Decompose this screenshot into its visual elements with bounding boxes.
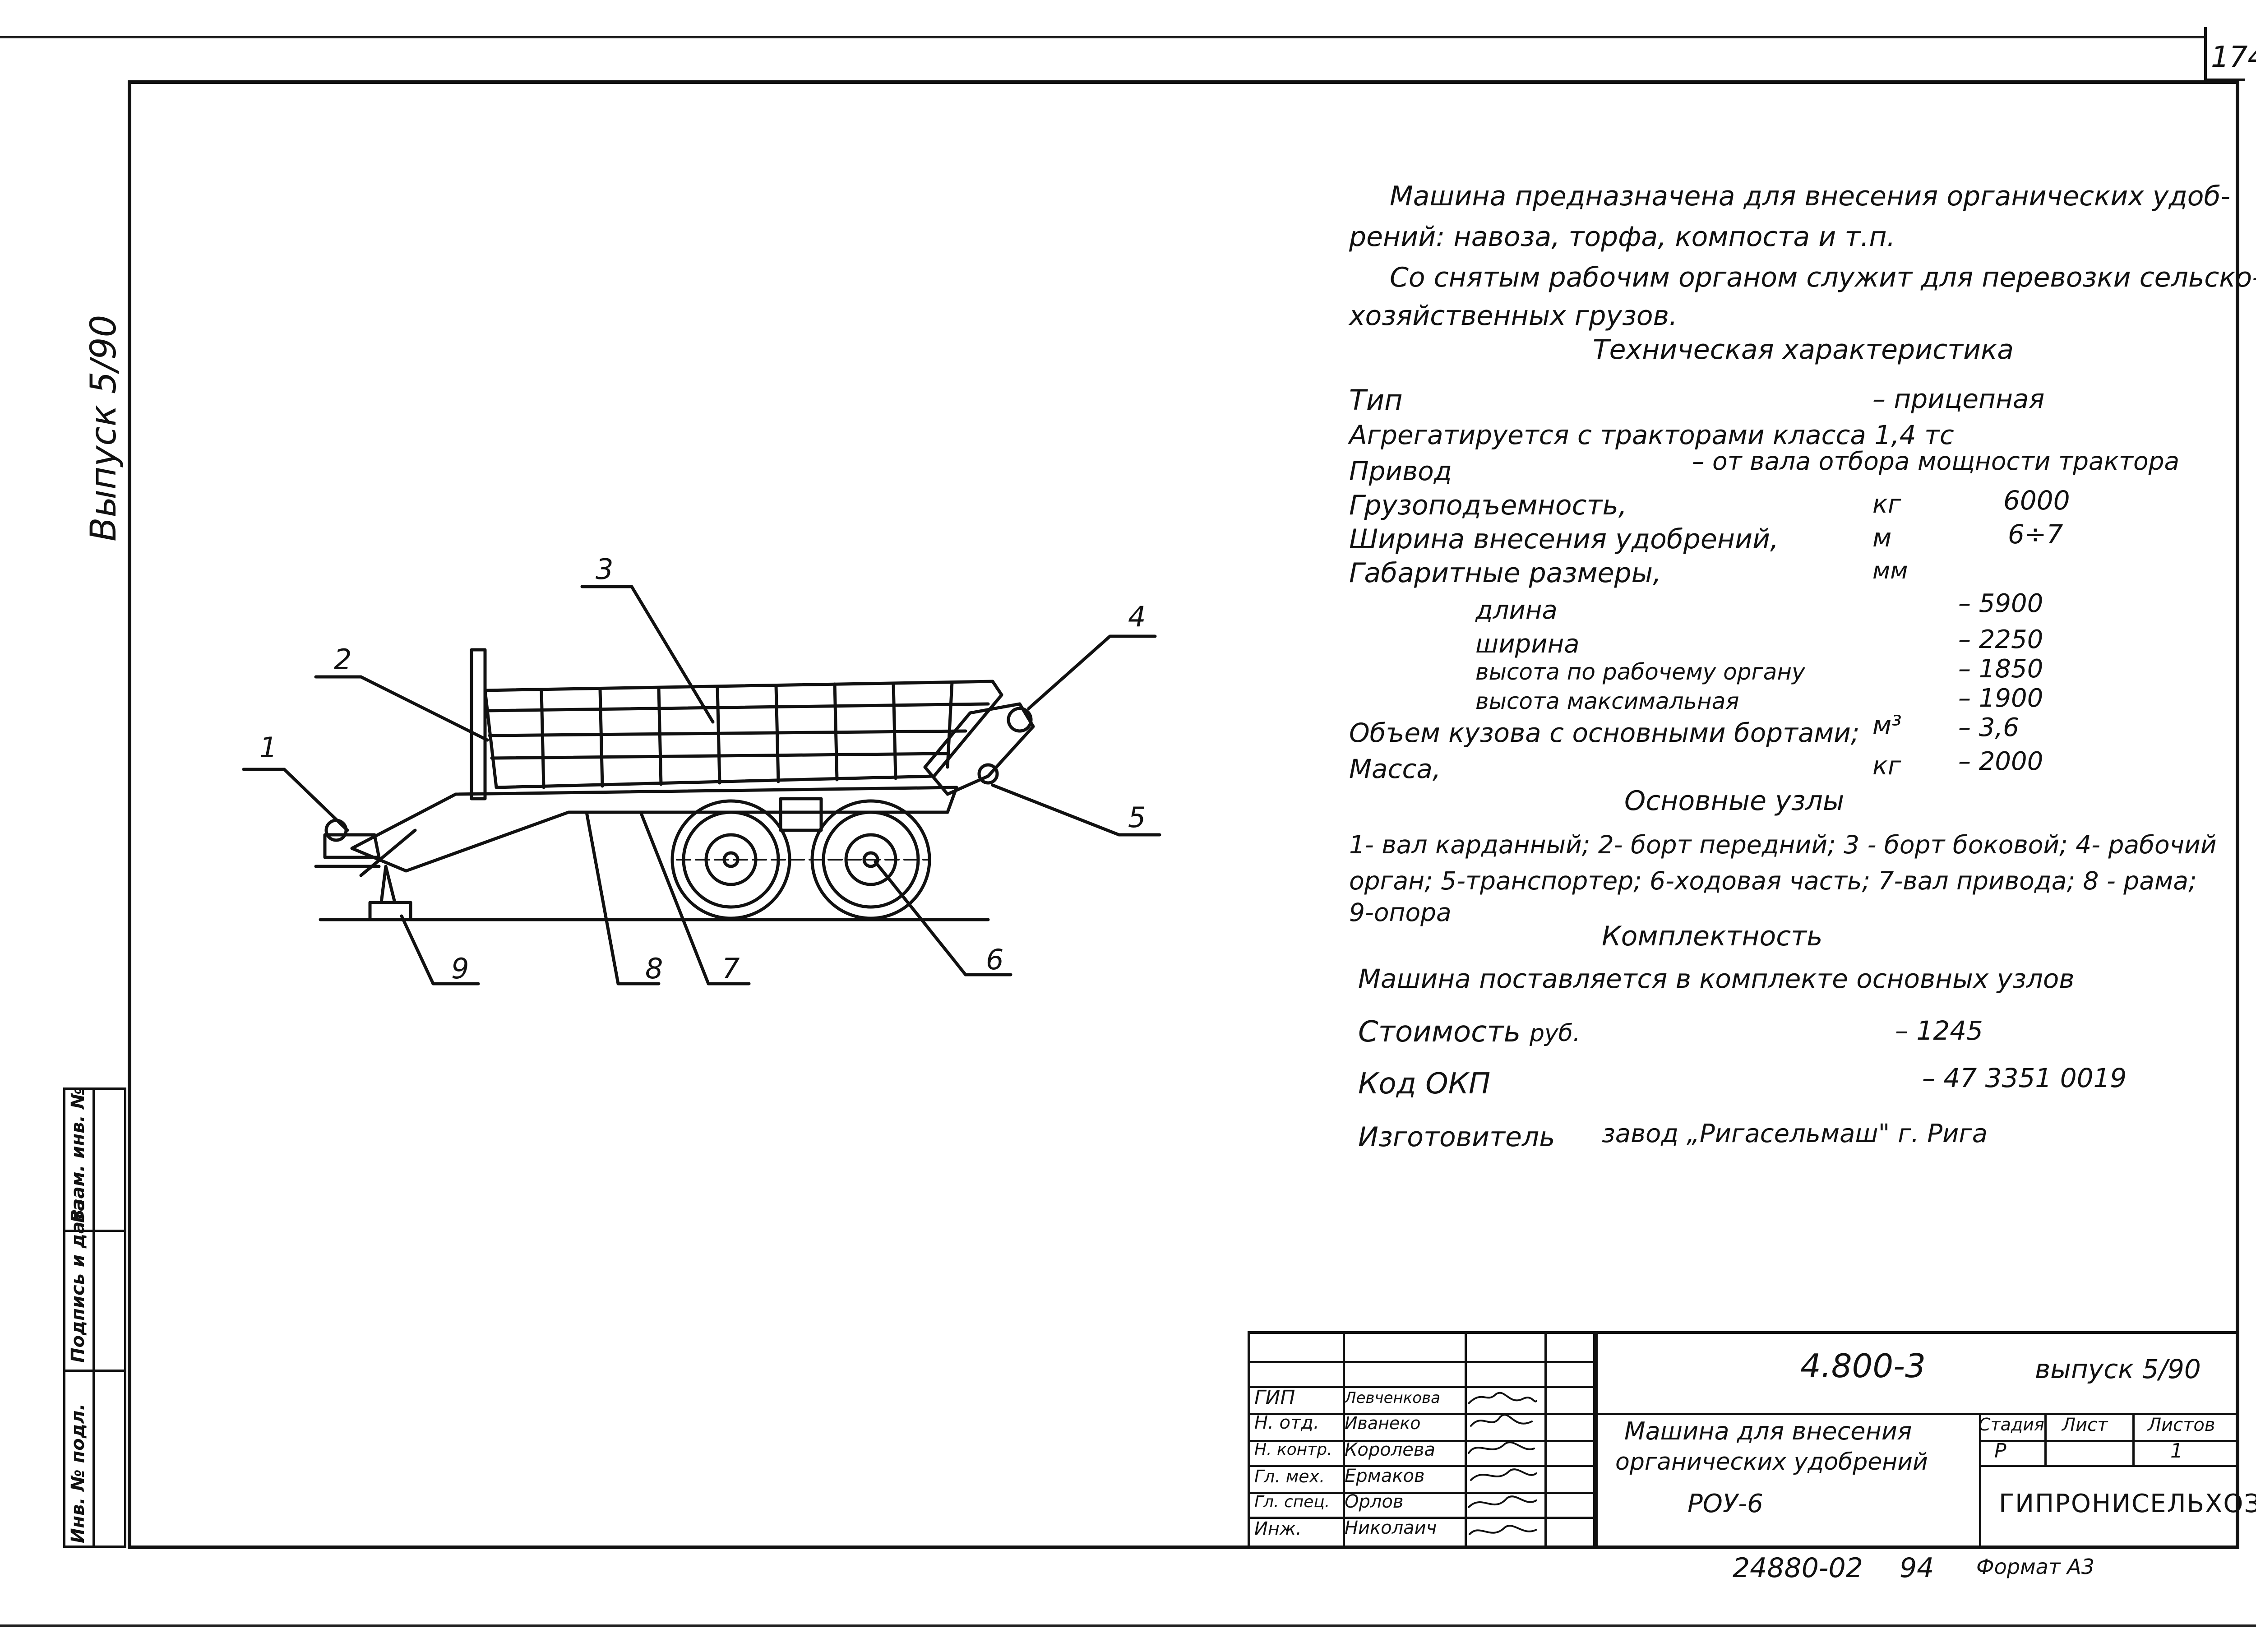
page-number: 174: [2211, 41, 2256, 74]
spec-dims-label: Габаритные размеры,: [1349, 557, 1662, 589]
name-2: Королева: [1345, 1439, 1435, 1460]
role-3: Гл. мех.: [1254, 1467, 1325, 1486]
machine-drawing: [242, 585, 1161, 986]
callout-5: 5: [1128, 801, 1146, 834]
name-3: Ермаков: [1345, 1466, 1425, 1486]
description-line-3: Со снятым рабочим органом служит для пер…: [1390, 262, 2256, 293]
stamp-vzam-inv: Взам. инв. №: [68, 1087, 88, 1223]
sheet-frame: [128, 80, 2239, 1549]
spec-h-max-value: – 1900: [1958, 684, 2043, 713]
spec-h-work-value: – 1850: [1958, 654, 2043, 684]
role-0: ГИП: [1254, 1386, 1295, 1409]
spec-drive-value: – от вала отбора мощности трактора: [1692, 447, 2180, 476]
description-line-2: рений: навоза, торфа, компоста и т.п.: [1349, 221, 1895, 253]
spec-type-value: – прицепная: [1872, 384, 2045, 414]
spec-mass-label: Масса,: [1349, 754, 1441, 784]
side-label: Выпуск 5/90: [83, 315, 124, 541]
footer-number: 24880-02: [1733, 1552, 1863, 1584]
spec-h-max-label: высота максимальная: [1475, 688, 1739, 714]
left-stamp: [63, 1087, 126, 1548]
units-line-2: орган; 5-транспортер; 6-ходовая часть; 7…: [1349, 866, 2197, 895]
spec-volume-value: – 3,6: [1958, 713, 2019, 742]
signatures: [1468, 1392, 1537, 1535]
kit-title: Комплектность: [1602, 921, 1823, 952]
callout-6: 6: [986, 943, 1004, 976]
spec-payload-value: 6000: [2003, 485, 2070, 516]
name-1: Иванеко: [1345, 1413, 1421, 1433]
callout-3: 3: [596, 553, 614, 586]
spec-width-label: Ширина внесения удобрений,: [1349, 523, 1779, 555]
sheets-value: 1: [2170, 1439, 2183, 1462]
price-label: Стоимость: [1358, 1015, 1521, 1049]
name-4: Орлов: [1345, 1491, 1404, 1512]
maker-value: завод „Ригасельмаш" г. Рига: [1602, 1119, 1988, 1148]
price-unit: руб.: [1530, 1020, 1581, 1047]
role-5: Инж.: [1254, 1518, 1302, 1539]
callout-1: 1: [259, 731, 277, 764]
spec-length-value: – 5900: [1958, 589, 2043, 618]
product-line-2: органических удобрений: [1615, 1448, 1928, 1476]
maker-label: Изготовитель: [1358, 1121, 1555, 1153]
spec-dims-unit: мм: [1872, 557, 1908, 584]
cardan-shaft: [323, 833, 381, 859]
spec-payload-unit: кг: [1872, 490, 1901, 519]
units-title: Основные узлы: [1624, 785, 1845, 817]
callout-9: 9: [451, 952, 469, 985]
doc-code: 4.800-3: [1800, 1347, 1926, 1385]
stage-value: Р: [1994, 1439, 2006, 1462]
callout-8: 8: [645, 952, 663, 985]
okp-value: – 47 3351 0019: [1922, 1063, 2127, 1093]
kit-text: Машина поставляется в комплекте основных…: [1358, 963, 2075, 994]
spec-mass-unit: кг: [1872, 751, 1901, 781]
support-leg: [379, 865, 397, 904]
footer-page: 94: [1900, 1552, 1934, 1584]
role-1: Н. отд.: [1254, 1412, 1319, 1433]
units-line-1: 1- вал карданный; 2- борт передний; 3 - …: [1349, 830, 2217, 859]
stage-header: Стадия: [1979, 1415, 2044, 1435]
role-4: Гл. спец.: [1254, 1493, 1330, 1511]
page-number-box: [2204, 27, 2245, 81]
name-5: Николаич: [1345, 1518, 1437, 1538]
spec-payload-label: Грузоподъемность,: [1349, 490, 1627, 521]
name-0: Левченкова: [1345, 1389, 1440, 1407]
spec-wide-value: – 2250: [1958, 625, 2043, 654]
spec-volume-unit: м³: [1872, 711, 1902, 740]
organization: ГИПРОНИСЕЛЬХОЗ: [1999, 1489, 2256, 1518]
product-line-3: РОУ-6: [1687, 1489, 1763, 1518]
spec-drive-label: Привод: [1349, 456, 1452, 486]
stamp-podpis-data: Подпись и дата: [68, 1199, 88, 1363]
description-line-1: Машина предназначена для внесения органи…: [1390, 180, 2231, 212]
description-line-4: хозяйственных грузов.: [1349, 300, 1678, 332]
stamp-inv-podl: Инв. № подл.: [68, 1403, 88, 1543]
footer-format: Формат А3: [1976, 1555, 2094, 1579]
callout-7: 7: [722, 952, 740, 985]
callout-4: 4: [1128, 600, 1146, 633]
sheets-header: Листов: [2148, 1415, 2215, 1435]
spec-volume-label: Объем кузова с основными бортами;: [1349, 717, 1860, 748]
product-line-1: Машина для внесения: [1624, 1417, 1912, 1445]
role-2: Н. контр.: [1254, 1440, 1332, 1459]
units-line-3: 9-опора: [1349, 898, 1452, 927]
callout-2: 2: [334, 643, 352, 676]
frame: [350, 786, 958, 873]
sheet-header: Лист: [2062, 1415, 2108, 1435]
title-block: [1248, 1331, 2239, 1549]
working-organ: [923, 702, 1035, 796]
okp-label: Код ОКП: [1358, 1067, 1491, 1101]
spec-wide-label: ширина: [1475, 629, 1580, 659]
front-board: [470, 648, 487, 801]
spec-type-label: Тип: [1349, 384, 1403, 416]
spec-width-value: 6÷7: [2008, 519, 2063, 550]
spec-agg-label: Агрегатируется с тракторами класса 1,4 т…: [1349, 420, 1954, 450]
spec-h-work-label: высота по рабочему органу: [1475, 659, 1805, 685]
spec-length-label: длина: [1475, 596, 1558, 625]
top-border-line: [0, 36, 2204, 38]
bottom-border-line: [0, 1624, 2256, 1627]
spec-width-unit: м: [1872, 523, 1892, 553]
issue-label: выпуск 5/90: [2035, 1354, 2201, 1384]
spec-mass-value: – 2000: [1958, 747, 2043, 776]
body-side: [483, 680, 1003, 789]
spec-title: Техническая характеристика: [1593, 334, 2014, 366]
price-value: – 1245: [1895, 1015, 1983, 1046]
